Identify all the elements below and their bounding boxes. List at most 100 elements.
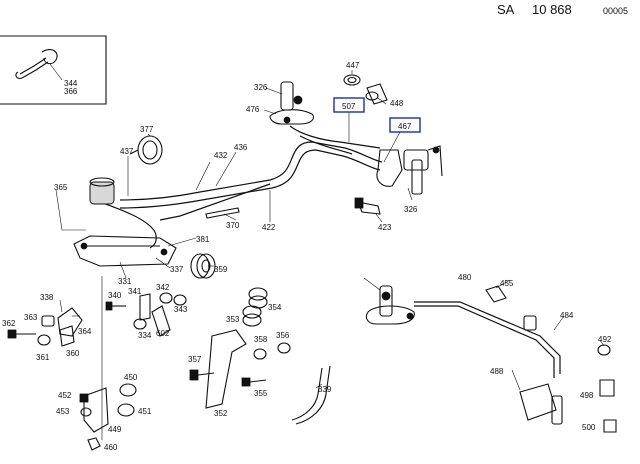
callout-352: 352 xyxy=(214,409,228,418)
bolt-355 xyxy=(241,377,267,387)
callout-359: 359 xyxy=(214,265,228,274)
callout-455: 455 xyxy=(500,279,514,288)
callout-334: 334 xyxy=(138,331,152,340)
leader-lines xyxy=(55,70,605,440)
fitting-448 xyxy=(365,83,388,105)
callout-354: 354 xyxy=(268,303,282,312)
callout-381: 381 xyxy=(196,235,210,244)
callout-326-right: 326 xyxy=(404,205,418,214)
callout-437: 437 xyxy=(120,147,134,156)
callout-358: 358 xyxy=(254,335,268,344)
callout-447: 447 xyxy=(346,61,360,70)
callout-356: 356 xyxy=(276,331,290,340)
bolt-340 xyxy=(105,301,126,311)
callout-331: 331 xyxy=(118,277,132,286)
callout-343: 343 xyxy=(174,305,188,314)
pin-370 xyxy=(205,207,240,219)
callout-labels: 326 447 448 507 467 476 377 437 432 436 … xyxy=(2,61,612,452)
fitting-498 xyxy=(599,379,615,397)
callout-432: 432 xyxy=(214,151,228,160)
bracket-352 xyxy=(205,329,247,409)
washer-453 xyxy=(80,407,92,417)
callout-436: 436 xyxy=(234,143,248,152)
callout-476: 476 xyxy=(246,105,260,114)
callout-453: 453 xyxy=(56,407,70,416)
callout-451: 451 xyxy=(138,407,152,416)
bushing-342 xyxy=(159,292,173,304)
callout-452: 452 xyxy=(58,391,72,400)
washer-447 xyxy=(343,74,361,86)
callout-488: 488 xyxy=(490,367,504,376)
header-prefix: SA xyxy=(497,2,515,17)
callout-361: 361 xyxy=(36,353,50,362)
nut-361 xyxy=(37,334,51,346)
reservoir-365 xyxy=(89,177,115,205)
bracket-602 xyxy=(151,305,171,337)
callout-449: 449 xyxy=(108,425,122,434)
callout-448: 448 xyxy=(390,99,404,108)
callout-423: 423 xyxy=(378,223,392,232)
pump-377 xyxy=(129,135,163,165)
callout-480: 480 xyxy=(458,273,472,282)
callout-507: 507 xyxy=(342,102,356,111)
bushing-343 xyxy=(173,294,187,306)
callout-339: 339 xyxy=(318,385,332,394)
bolt-423 xyxy=(354,197,381,215)
callout-353: 353 xyxy=(226,315,240,324)
bolt-362 xyxy=(7,329,36,339)
header-number: 10 868 xyxy=(532,2,572,17)
nut-460 xyxy=(87,437,101,451)
inset-frame xyxy=(0,35,107,105)
callout-340: 340 xyxy=(108,291,122,300)
washer-356 xyxy=(277,342,291,354)
pipe-480 xyxy=(414,301,561,378)
callout-365: 365 xyxy=(54,183,68,192)
pipe-run xyxy=(94,125,383,249)
label-344: 344 xyxy=(64,79,78,88)
callout-342: 342 xyxy=(156,283,170,292)
callout-338: 338 xyxy=(40,293,54,302)
callout-377: 377 xyxy=(140,125,154,134)
bolt-357 xyxy=(189,369,215,381)
callout-337: 337 xyxy=(170,265,184,274)
plug-500 xyxy=(603,419,617,433)
plate-341 xyxy=(139,293,151,321)
clip-484 xyxy=(523,315,537,331)
bracket-381 xyxy=(73,235,177,267)
callout-360: 360 xyxy=(66,349,80,358)
bushing-363 xyxy=(41,315,55,327)
callout-box-467 xyxy=(389,117,421,133)
callout-362: 362 xyxy=(2,319,16,328)
bolt-452 xyxy=(79,393,89,403)
clip-344-icon xyxy=(15,49,58,79)
callout-364: 364 xyxy=(78,327,92,336)
mount-354 xyxy=(248,287,268,309)
inset-detail: 344 366 xyxy=(0,35,107,105)
callout-492: 492 xyxy=(598,335,612,344)
callout-450: 450 xyxy=(124,373,138,382)
callout-370: 370 xyxy=(226,221,240,230)
header-code: 00005 xyxy=(603,6,628,16)
callout-602: 602 xyxy=(156,329,170,338)
callout-355: 355 xyxy=(254,389,268,398)
callout-498: 498 xyxy=(580,391,594,400)
valve-488 xyxy=(519,383,563,425)
washer-358 xyxy=(253,348,267,360)
callout-484: 484 xyxy=(560,311,574,320)
valve-326-right xyxy=(376,145,443,195)
callout-326: 326 xyxy=(254,83,268,92)
callout-341: 341 xyxy=(128,287,142,296)
callout-467: 467 xyxy=(398,122,412,131)
sleeve-455 xyxy=(485,285,507,303)
callout-357: 357 xyxy=(188,355,202,364)
clip-364 xyxy=(59,325,75,347)
callout-460: 460 xyxy=(104,443,118,452)
callout-363: 363 xyxy=(24,313,38,322)
label-366: 366 xyxy=(64,87,78,96)
cylinder-326-top xyxy=(269,81,315,125)
bushing-451 xyxy=(117,403,135,417)
mount-353 xyxy=(242,305,262,327)
bushing-450 xyxy=(119,383,137,397)
actuator-right xyxy=(365,285,415,325)
fitting-492 xyxy=(597,344,611,356)
